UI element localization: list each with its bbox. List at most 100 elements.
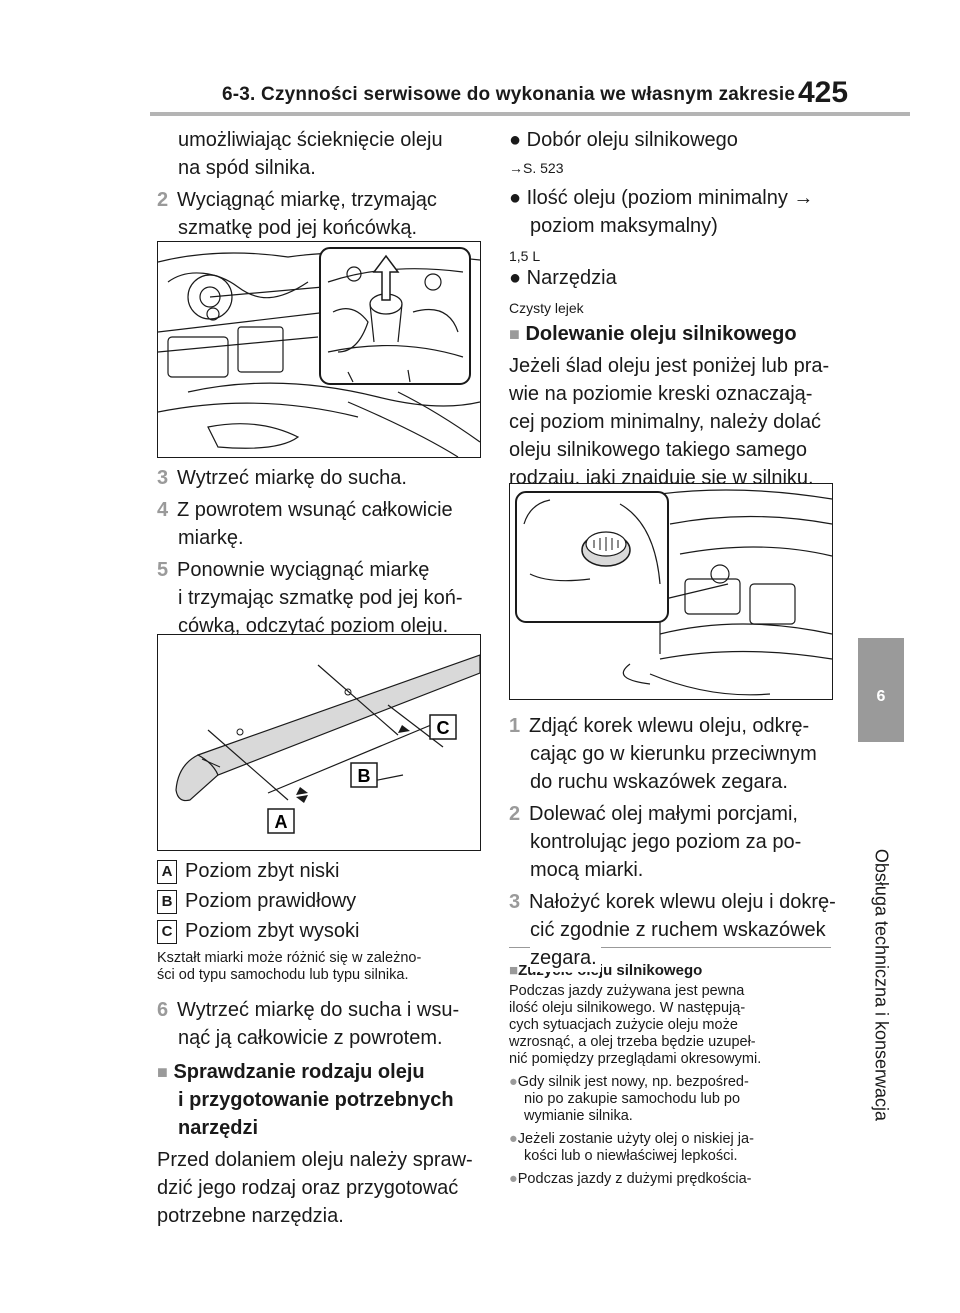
engine-illustration — [158, 247, 480, 457]
notes-bullet-text: wymianie silnika. — [524, 1108, 633, 1124]
filler-cap-illustration — [515, 489, 832, 696]
paragraph-line: wie na poziomie kreski oznaczają- — [509, 383, 813, 405]
section-heading-text: Sprawdzanie rodzaju oleju — [173, 1061, 425, 1083]
bullet-icon: ● — [509, 1131, 518, 1147]
bullet-oil-amount: ● Ilość oleju (poziom minimalny → — [509, 184, 813, 212]
step-5: 5 Ponownie wyciągnąć miarkę — [157, 556, 429, 584]
paragraph-line: Jeżeli ślad oleju jest poniżej lub pra- — [509, 355, 830, 377]
step-text: Z powrotem wsunąć całkowicie — [177, 499, 453, 521]
step-text: szmatkę pod jej końcówką. — [178, 217, 418, 239]
label-c: C — [437, 718, 450, 738]
label-b: B — [358, 766, 371, 786]
step-number: 3 — [509, 891, 521, 913]
page-header: 6-3. Czynności serwisowe do wykonania we… — [0, 0, 960, 120]
bullet-icon: ● — [509, 267, 522, 289]
section-heading: ■ Dolewanie oleju silnikowego — [509, 320, 797, 348]
notes-bullet-2: ●Jeżeli zostanie użyty olej o niskiej ja… — [509, 1131, 754, 1148]
section-heading-text: i przygotowanie potrzebnych — [178, 1089, 454, 1111]
step-text: i trzymając szmatkę pod jej koń- — [178, 587, 463, 609]
step-text: Wytrzeć miarkę do sucha. — [177, 467, 407, 489]
page-number: 425 — [798, 76, 849, 109]
paragraph-line: potrzebne narzędzia. — [157, 1205, 344, 1227]
step-text: Nałożyć korek wlewu oleju i dokrę- — [529, 891, 836, 913]
step-text: Wytrzeć miarkę do sucha i wsu- — [177, 999, 460, 1021]
legend-item-b: B Poziom prawidłowy — [157, 887, 356, 915]
dipstick-level-figure: C B A — [157, 634, 481, 851]
step-2: 2 Wyciągnąć miarkę, trzymając — [157, 186, 437, 214]
section-marker: ■ — [157, 1062, 168, 1082]
step-text: mocą miarki. — [530, 859, 644, 881]
notes-bullet-3: ●Podczas jazdy z dużymi prędkościa- — [509, 1171, 751, 1188]
bullet-text: Dobór oleju silnikowego — [526, 129, 738, 151]
step-text: Dolewać olej małymi porcjami, — [529, 803, 798, 825]
notes-marker: ■ — [509, 962, 519, 979]
bullet-icon: ● — [509, 1074, 518, 1090]
oil-filler-cap-figure — [509, 483, 833, 700]
bullet-icon: ● — [509, 1171, 518, 1187]
label-a: A — [275, 812, 288, 832]
legend-text: Poziom zbyt wysoki — [185, 920, 360, 942]
step-text: Ponownie wyciągnąć miarkę — [177, 559, 430, 581]
step-text: do ruchu wskazówek zegara. — [530, 771, 788, 793]
notes-bullet-text: Gdy silnik jest nowy, np. bezpośred- — [517, 1074, 749, 1090]
step-3: 3 Nałożyć korek wlewu oleju i dokrę- — [509, 888, 836, 916]
step-text: cić zgodnie z ruchem wskazówek — [530, 919, 826, 941]
bullet-icon: ● — [509, 129, 522, 151]
paragraph-line: oleju silnikowego takiego samego — [509, 439, 807, 461]
bullet-oil-choice: ● Dobór oleju silnikowego — [509, 126, 738, 154]
step-number: 1 — [509, 715, 521, 737]
header-rule — [150, 112, 910, 116]
notes-line: ilość oleju silnikowego. W następują- — [509, 1000, 746, 1016]
notes-bullet-text: Jeżeli zostanie użyty olej o niskiej ja- — [517, 1131, 754, 1147]
legend-key: B — [157, 889, 177, 914]
paragraph-line: cej poziom minimalny, należy dolać — [509, 411, 821, 433]
legend-text: Poziom prawidłowy — [185, 890, 357, 912]
step-text: Wyciągnąć miarkę, trzymając — [177, 189, 437, 211]
legend-item-c: C Poziom zbyt wysoki — [157, 917, 360, 945]
tools-value: Czysty lejek — [509, 300, 584, 316]
step-2: 2 Dolewać olej małymi porcjami, — [509, 800, 798, 828]
notes-line: Podczas jazdy zużywana jest pewna — [509, 983, 745, 999]
paragraph-line: Przed dolaniem oleju należy spraw- — [157, 1149, 473, 1171]
step-3: 3 Wytrzeć miarkę do sucha. — [157, 464, 407, 492]
chapter-number: 6 — [876, 688, 886, 705]
chapter-tab[interactable]: 6 — [858, 638, 904, 742]
step-text: nąć ją całkowicie z powrotem. — [178, 1027, 443, 1049]
engine-dipstick-figure — [157, 241, 481, 458]
notes-bullet-text: Podczas jazdy z dużymi prędkościa- — [517, 1171, 752, 1187]
header-title: 6-3. Czynności serwisowe do wykonania we… — [222, 84, 796, 105]
bullet-text: Narzędzia — [526, 267, 617, 289]
step-text: miarkę. — [178, 527, 244, 549]
step-text: cając go w kierunku przeciwnym — [530, 743, 817, 765]
bullet-text: Ilość oleju (poziom minimalny → — [526, 187, 814, 209]
step-number: 4 — [157, 499, 169, 521]
oil-amount-value: 1,5 L — [509, 248, 541, 264]
note-line: Kształt miarki może różnić się w zależno… — [157, 950, 422, 966]
legend-item-a: A Poziom zbyt niski — [157, 857, 340, 885]
section-heading-text: Dolewanie oleju silnikowego — [525, 323, 797, 345]
note-line: ści od typu samochodu lub typu silnika. — [157, 967, 409, 983]
section-heading-text: narzędzi — [178, 1117, 259, 1139]
dipstick-illustration: C B A — [175, 654, 480, 834]
chapter-label: Obsługa techniczna i konserwacja — [871, 848, 892, 1122]
legend-key: C — [157, 919, 177, 944]
notes-line: wzrosnąć, a olej trzeba będzie uzupeł- — [509, 1034, 756, 1050]
step-number: 2 — [509, 803, 521, 825]
section-heading: ■ Sprawdzanie rodzaju oleju — [157, 1058, 425, 1086]
step-number: 5 — [157, 559, 169, 581]
intro-line: umożliwiając ścieknięcie oleju — [178, 129, 443, 151]
step-1: 1 Zdjąć korek wlewu oleju, odkrę- — [509, 712, 809, 740]
step-number: 3 — [157, 467, 169, 489]
step-text: Zdjąć korek wlewu oleju, odkrę- — [529, 715, 810, 737]
notes-line: nić pomiędzy przeglądami okresowymi. — [509, 1051, 762, 1067]
legend-key: A — [157, 859, 177, 884]
bullet-icon: ● — [509, 187, 522, 209]
notes-line: cych sytuacjach zużycie oleju może — [509, 1017, 738, 1033]
step-number: 2 — [157, 189, 169, 211]
section-marker: ■ — [509, 324, 520, 344]
step-text: kontrolując jego poziom za po- — [530, 831, 802, 853]
legend-text: Poziom zbyt niski — [185, 860, 340, 882]
page-reference[interactable]: →S. 523 — [509, 160, 564, 176]
notes-bullet-text: nio po zakupie samochodu lub po — [524, 1091, 741, 1107]
step-text: cówką, odczytać poziom oleju. — [178, 615, 449, 637]
